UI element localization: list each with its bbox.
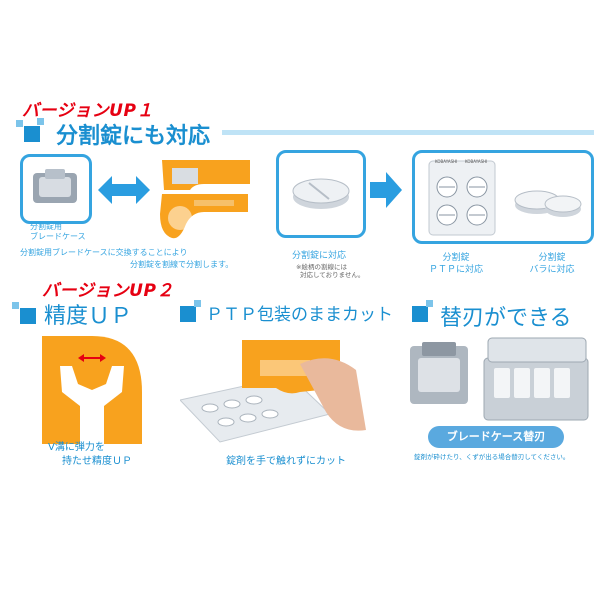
replacement-note: 錠剤が砕けたり、くずが出る場合替刃してください。 [414, 453, 570, 461]
loose-caption-1: 分割錠 [538, 253, 566, 263]
blade-case-caption-4: 分割錠を割線で分割します。 [130, 260, 234, 269]
version-up-1-heading: バージョンUP１ [22, 101, 154, 121]
accent-square [37, 118, 44, 125]
cutter-open-image [160, 160, 250, 239]
ptp-blister-image [428, 160, 582, 236]
section-title-precision: 精度ＵＰ [44, 304, 133, 329]
accent-square [194, 300, 201, 307]
loose-caption-2: バラに対応 [529, 265, 575, 275]
section-marker [412, 306, 428, 322]
right-arrow-icon [370, 172, 402, 208]
split-tablet-note-1: ※絵柄の割線には [296, 263, 347, 271]
split-tablet-caption: 分割錠に対応 [292, 251, 347, 261]
split-tablet-image [292, 178, 350, 209]
blister-brand-1: KOBAYASHI [435, 159, 458, 164]
ptp-cut-caption: 錠剤を手で触れずにカット [226, 456, 346, 467]
ptp-caption-1: 分割錠 [442, 253, 470, 263]
blade-case-image [33, 169, 77, 203]
v-groove-image [42, 336, 142, 444]
accent-square [16, 120, 23, 127]
blister-brand-2: KOBAYASHI [465, 159, 488, 164]
section-title-ptp-cut: ＰＴＰ包装のままカット [206, 305, 393, 325]
swap-arrow-icon [98, 176, 150, 204]
ptp-and-loose-card: KOBAYASHI KOBAYASHI [412, 150, 594, 244]
ptp-caption-2: ＰＴＰに対応 [428, 265, 483, 275]
divider-line [222, 130, 594, 135]
section-title-split-tablet: 分割錠にも対応 [56, 124, 211, 149]
section-marker [20, 308, 36, 324]
split-tablet-card [276, 150, 366, 238]
accent-square [12, 302, 19, 309]
split-tablet-note-2: 対応しておりません。 [300, 271, 365, 279]
section-marker [24, 126, 40, 142]
blade-case-caption-1: 分割錠用 [30, 222, 62, 231]
ptp-cut-image [180, 340, 366, 443]
accent-square [426, 300, 433, 307]
blade-case-caption-2: ブレードケース [30, 232, 86, 241]
replacement-blades-box-image [483, 337, 589, 421]
section-marker [180, 306, 196, 322]
precision-caption-2: 持たせ精度ＵＰ [62, 456, 132, 467]
blade-case-card [20, 154, 92, 224]
version-up-2-heading: バージョンUP２ [42, 281, 174, 301]
section-title-replace-blade: 替刃ができる [440, 306, 572, 331]
blade-case-caption-3: 分割錠用ブレードケースに交換することにより [20, 248, 188, 257]
precision-caption-1: V溝に弾力を [48, 442, 105, 453]
blade-case-small-image [410, 342, 468, 404]
blade-case-replacement-label: ブレードケース替刃 [428, 426, 564, 448]
